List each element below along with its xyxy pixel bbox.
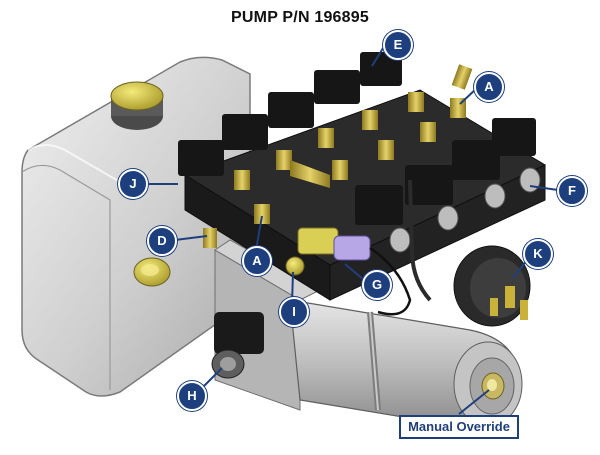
start-solenoid bbox=[453, 245, 531, 327]
callout-k: K bbox=[523, 239, 553, 269]
callout-e: E bbox=[383, 30, 413, 60]
page-title: PUMP P/N 196895 bbox=[231, 9, 369, 26]
control-wire bbox=[408, 179, 432, 302]
callout-j: J bbox=[118, 169, 148, 199]
fill-cap bbox=[110, 81, 164, 130]
release-valve bbox=[285, 227, 412, 316]
manual-override-label: Manual Override bbox=[399, 415, 519, 439]
sight-glass bbox=[133, 257, 171, 287]
manual-override-knob bbox=[481, 372, 505, 400]
callout-i: I bbox=[279, 297, 309, 327]
callout-f: F bbox=[557, 176, 587, 206]
callout-h: H bbox=[177, 381, 207, 411]
solenoid-coils bbox=[178, 52, 536, 225]
callout-d: D bbox=[147, 226, 177, 256]
brass-fittings bbox=[203, 64, 473, 248]
callout-a-left: A bbox=[242, 246, 272, 276]
callout-a-top: A bbox=[474, 72, 504, 102]
coil-end-nuts bbox=[389, 167, 541, 253]
callout-g: G bbox=[362, 270, 392, 300]
